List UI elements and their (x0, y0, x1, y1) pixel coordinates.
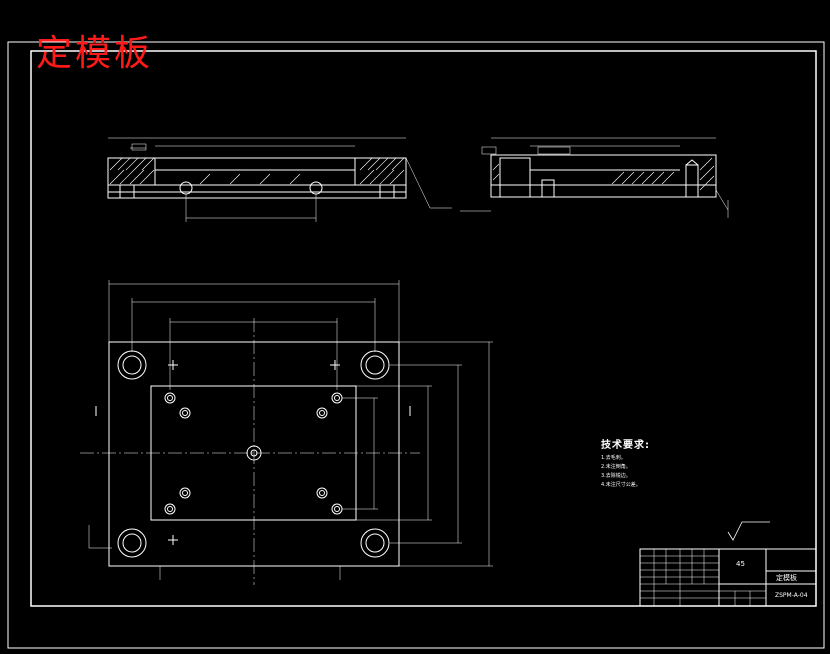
surface-finish-symbol (727, 521, 770, 541)
inner-border (30, 50, 817, 607)
tech-requirement-item: 2.未注倒角。 (601, 464, 631, 470)
drawing-title: 定模板 (36, 33, 154, 74)
guide-hole-bottom-right (360, 528, 390, 558)
title-block-quantity: 45 (736, 560, 745, 568)
title-block-drawing-number: ZSPM-A-04 (775, 592, 808, 599)
guide-hole-bottom-left (117, 528, 147, 558)
tech-requirement-item: 4.未注尺寸公差。 (601, 482, 641, 488)
side-section-view (460, 137, 729, 218)
technical-requirements: 技术要求: 1.去毛刺。 2.未注倒角。 3.去除锐边。 4.未注尺寸公差。 (601, 436, 650, 490)
tech-requirements-heading: 技术要求: (601, 440, 650, 451)
front-section-view (107, 137, 452, 222)
plan-view (80, 280, 493, 585)
screw-holes (164, 392, 343, 515)
guide-hole-top-left (117, 350, 147, 380)
tech-requirement-item: 1.去毛刺。 (601, 455, 626, 461)
outer-border (7, 41, 825, 649)
tech-requirement-item: 3.去除锐边。 (601, 473, 631, 479)
guide-hole-top-right (360, 350, 390, 380)
title-block (639, 548, 817, 607)
title-block-part-name: 定模板 (776, 574, 797, 582)
